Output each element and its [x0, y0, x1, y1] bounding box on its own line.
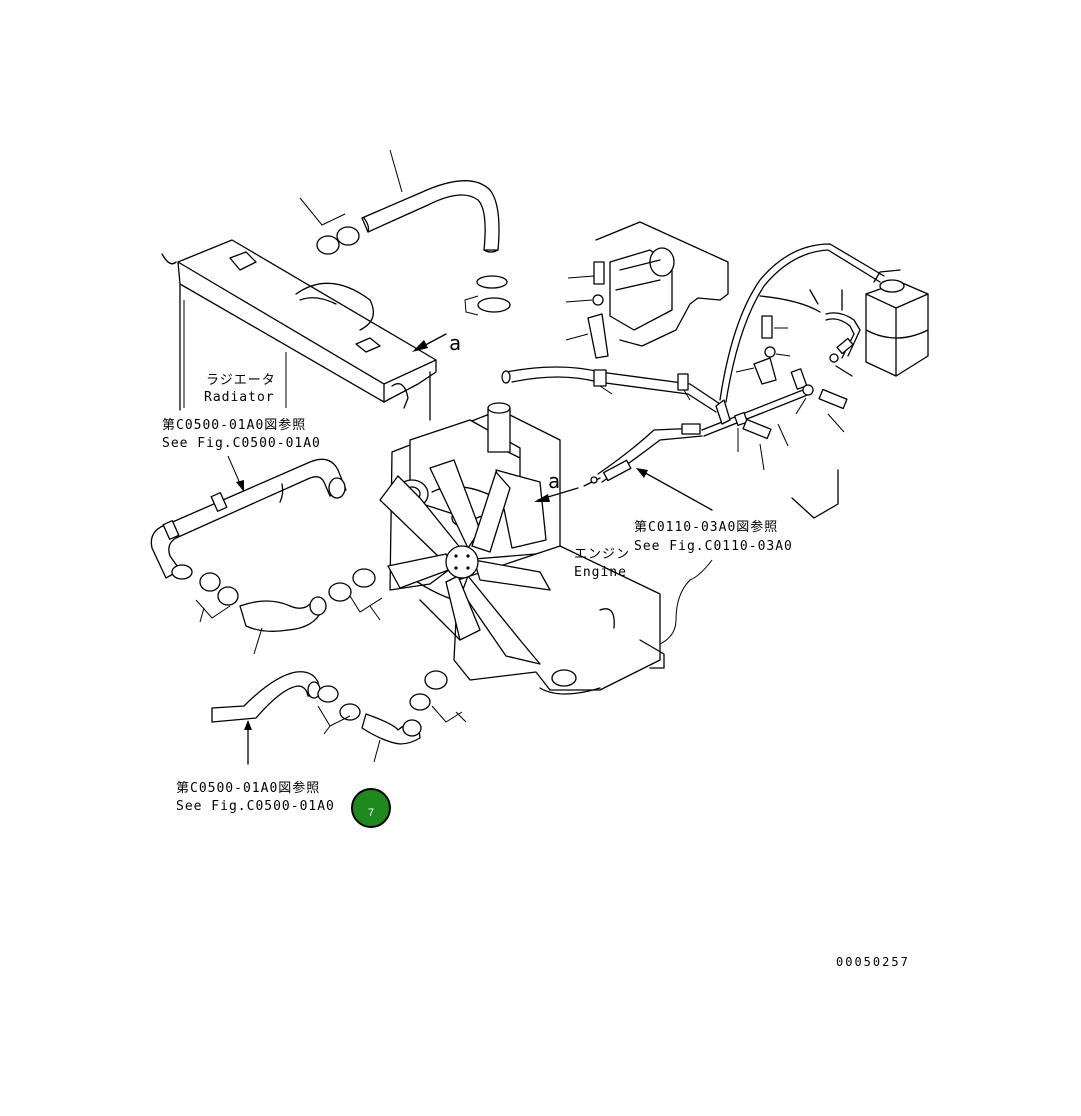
- radiator-label-en: Radiator: [204, 390, 275, 405]
- radiator-label: ラジエータ Radiator: [204, 373, 276, 405]
- marker-label[interactable]: 7: [368, 807, 374, 819]
- bottom-hose: [211, 671, 321, 765]
- bottom-clamps: [317, 670, 467, 763]
- ref-lower-label: 第C0500-01A0図参照 See Fig.C0500-01A0: [176, 780, 335, 814]
- ref-lower-en: See Fig.C0500-01A0: [176, 799, 335, 814]
- reserve-tank: [865, 269, 929, 377]
- arrow-a-upper: [412, 333, 447, 352]
- drawing-number: 00050257: [836, 955, 910, 969]
- callout-a-upper: a: [449, 331, 462, 355]
- ref-engine-jp: 第C0110-03A0図参照: [634, 519, 778, 535]
- upper-components: [565, 221, 821, 385]
- lower-hose-assembly: [195, 568, 383, 655]
- engine-ref-leader: [636, 468, 713, 645]
- marker-circle[interactable]: [351, 788, 391, 828]
- ref-lower-jp: 第C0500-01A0図参照: [176, 780, 320, 796]
- ref-engine-label: 第C0110-03A0図参照 See Fig.C0110-03A0: [634, 519, 793, 554]
- arrow-a-lower: [534, 476, 601, 502]
- upper-hose-clamps: [299, 197, 511, 316]
- bypass-pipe: [501, 366, 721, 413]
- upper-radiator-hose: [361, 149, 500, 253]
- radiator: [161, 239, 437, 421]
- ref-engine-en: See Fig.C0110-03A0: [634, 539, 793, 554]
- mounting-bolts: [737, 384, 848, 519]
- radiator-outlet-pipe: [150, 455, 347, 580]
- engine-label-jp: エンジン: [574, 547, 630, 562]
- radiator-label-jp: ラジエータ: [206, 373, 276, 388]
- coolant-line: [597, 368, 811, 483]
- engine-label-en: Engine: [574, 565, 627, 580]
- ref-upper-jp: 第C0500-01A0図参照: [162, 417, 306, 433]
- cooling-fan: [379, 459, 551, 665]
- callout-a-lower: a: [548, 469, 561, 493]
- reserve-tank-hoses: [719, 243, 885, 403]
- engine-label: エンジン Engine: [574, 547, 630, 580]
- ref-upper-en: See Fig.C0500-01A0: [162, 436, 321, 451]
- ref-upper-label: 第C0500-01A0図参照 See Fig.C0500-01A0: [162, 417, 321, 451]
- callout-marker[interactable]: 7: [351, 788, 391, 828]
